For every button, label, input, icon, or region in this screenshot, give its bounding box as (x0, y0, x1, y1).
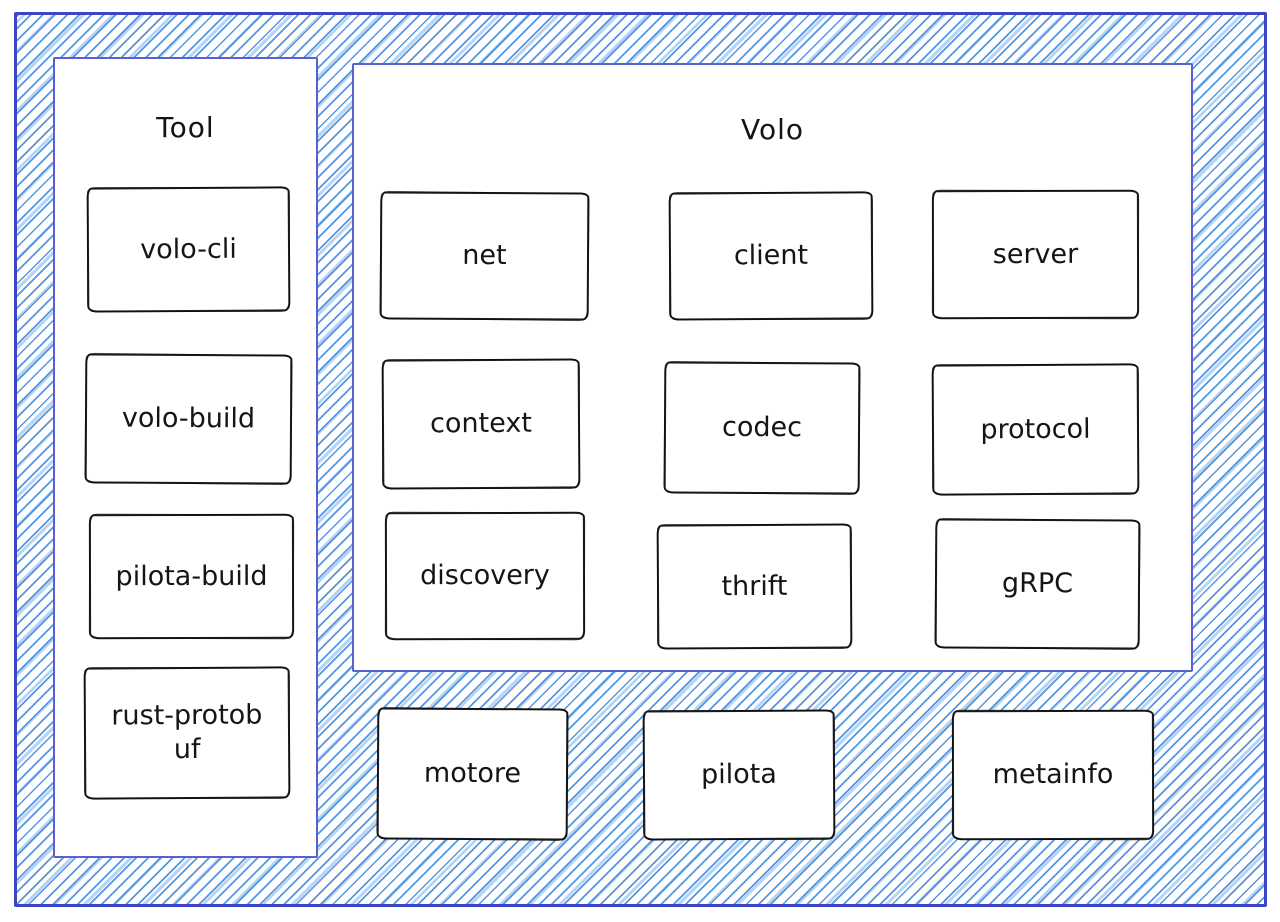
node-label: pilota (700, 758, 777, 791)
node-context: context (381, 358, 581, 490)
node-label: rust-protobuf (111, 699, 263, 766)
node-label: client (733, 239, 809, 272)
node-label: server (992, 238, 1079, 270)
node-label: protocol (980, 413, 1091, 445)
node-label: context (430, 407, 532, 440)
volo-panel: Volo net client server context codec pro… (352, 63, 1193, 672)
node-codec: codec (663, 361, 861, 495)
node-protocol: protocol (931, 363, 1140, 496)
node-label: metainfo (992, 758, 1114, 791)
node-discovery: discovery (384, 511, 586, 641)
node-label: net (462, 240, 507, 272)
node-metainfo: metainfo (951, 709, 1155, 841)
node-label: codec (721, 411, 803, 444)
node-pilota-build: pilota-build (88, 513, 295, 640)
node-rust-protobuf: rust-protobuf (83, 666, 291, 800)
node-pilota: pilota (642, 709, 836, 841)
node-label: volo-cli (140, 233, 237, 265)
tool-panel-title: Tool (156, 111, 215, 144)
node-volo-cli: volo-cli (86, 186, 291, 313)
node-label: motore (423, 757, 522, 790)
node-server: server (931, 189, 1140, 320)
volo-panel-title: Volo (740, 113, 805, 146)
node-label: pilota-build (115, 560, 268, 592)
node-grpc: gRPC (934, 518, 1141, 650)
node-label: discovery (420, 559, 550, 592)
node-client: client (668, 191, 874, 321)
node-label: volo-build (121, 402, 256, 435)
node-net: net (379, 191, 590, 321)
tool-panel: Tool volo-cli volo-build pilota-build ru… (53, 57, 318, 858)
node-thrift: thrift (656, 523, 853, 650)
node-motore: motore (376, 707, 569, 841)
node-label: gRPC (1001, 567, 1074, 600)
node-label: thrift (721, 570, 788, 602)
node-volo-build: volo-build (84, 353, 293, 485)
